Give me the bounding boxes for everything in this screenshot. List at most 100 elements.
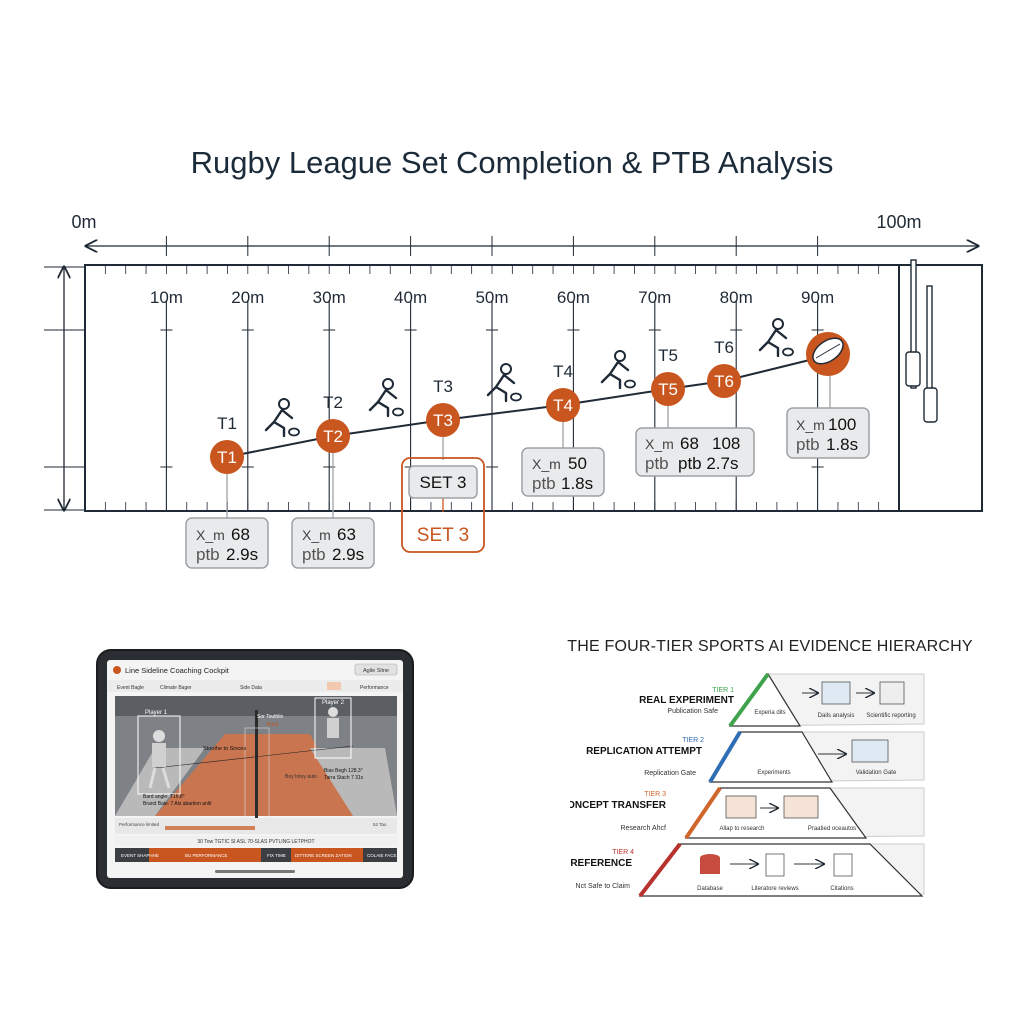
tackle-top-label: T6: [714, 338, 734, 357]
distance-label: 90m: [801, 288, 834, 307]
svg-text:Experia dits: Experia dits: [754, 710, 785, 716]
tackle-node-label: T3: [433, 411, 453, 430]
distance-label: 70m: [638, 288, 671, 307]
svg-text:TIER 1: TIER 1: [712, 687, 734, 694]
svg-text:63: 63: [337, 525, 356, 544]
svg-text:Database: Database: [697, 886, 723, 892]
svg-text:Buch: Buch: [267, 722, 279, 728]
tackle-top-label: T2: [323, 393, 343, 412]
distance-label: 20m: [231, 288, 264, 307]
svg-text:CONCEPT TRANSFER: CONCEPT TRANSFER: [570, 800, 667, 811]
tackle-node-label: T1: [217, 448, 237, 467]
info-box-t1: X_m 68 ptb 2.9s: [185, 517, 269, 569]
info-box-t5: X_m 68 108 ptb ptb 2.7s: [635, 427, 755, 477]
svg-text:50: 50: [568, 454, 587, 473]
svg-text:1.8s: 1.8s: [561, 474, 593, 493]
tackle-node-label: T2: [323, 427, 343, 446]
player-icon: [758, 318, 794, 358]
svg-text:Tarra Stach 7 31s: Tarra Stach 7 31s: [324, 775, 364, 781]
svg-text:Bias Begh 128.3°: Bias Begh 128.3°: [324, 768, 363, 774]
tackle-top-label: T3: [433, 377, 453, 396]
svg-text:2.9s: 2.9s: [332, 545, 364, 564]
svg-text:Sor Touthlin: Sor Touthlin: [257, 714, 284, 720]
tackle-node-t6: [707, 364, 741, 398]
tackle-node-t5: [651, 372, 685, 406]
tier-1: TIER 1 REAL EXPERIMENT Publication Safe …: [639, 672, 925, 728]
tier-4: TIER 4 RESEARCH REFERENCE Nct Safe to Cl…: [570, 842, 925, 898]
svg-text:Climate Bager: Climate Bager: [160, 685, 192, 691]
svg-text:X_m: X_m: [196, 527, 225, 543]
svg-text:Player 1: Player 1: [145, 710, 168, 716]
svg-text:ptb: ptb: [645, 454, 669, 473]
tier-3: TIER 3 CONCEPT TRANSFER Research Ahcf Al…: [570, 786, 925, 840]
set-box-outer: SET 3 SET 3: [401, 457, 485, 553]
distance-label: 10m: [150, 288, 183, 307]
tackle-top-label: T4: [553, 362, 573, 381]
svg-text:Allap to research: Allap to research: [719, 826, 764, 832]
svg-text:ptb 2.7s: ptb 2.7s: [678, 454, 739, 473]
svg-text:RESEARCH REFERENCE: RESEARCH REFERENCE: [570, 858, 632, 869]
svg-text:SET 3: SET 3: [420, 473, 467, 492]
svg-text:Citations: Citations: [830, 886, 853, 892]
goal-post-icon: [905, 259, 938, 423]
ball-icon: [806, 332, 850, 376]
home-indicator: [215, 870, 295, 873]
distance-label: 30m: [313, 288, 346, 307]
distance-label: 50m: [475, 288, 508, 307]
svg-text:1.8s: 1.8s: [826, 435, 858, 454]
svg-text:X_m: X_m: [302, 527, 331, 543]
info-box-ball: X_m 100 ptb 1.8s: [786, 407, 870, 459]
svg-text:Agile Sline: Agile Sline: [363, 668, 389, 674]
distance-label: 80m: [720, 288, 753, 307]
player-icon: [368, 378, 404, 418]
tackle-node-t1: [210, 440, 244, 474]
tablet-top-button[interactable]: [354, 663, 398, 676]
svg-text:108: 108: [712, 434, 740, 453]
svg-text:Side Data: Side Data: [240, 685, 262, 691]
svg-text:TIER 3: TIER 3: [644, 791, 666, 798]
tackle-node-label: T5: [658, 380, 678, 399]
svg-text:Performance: Performance: [360, 685, 389, 691]
svg-text:X_m: X_m: [796, 417, 825, 433]
distance-label: 40m: [394, 288, 427, 307]
svg-text:TIER 2: TIER 2: [682, 737, 704, 744]
svg-text:Nct Safe to Claim: Nct Safe to Claim: [576, 883, 631, 890]
svg-text:Research Ahcf: Research Ahcf: [620, 825, 666, 832]
evidence-pyramid: TIER 1 REAL EXPERIMENT Publication Safe …: [570, 672, 925, 898]
svg-text:Literatore reviews: Literatore reviews: [751, 886, 798, 892]
player-icon: [264, 398, 300, 438]
svg-text:COLAIE FACE: COLAIE FACE: [367, 853, 397, 858]
svg-text:Bard angle: T16.8°: Bard angle: T16.8°: [143, 794, 185, 800]
svg-text:Boy Intey auto: Boy Intey auto: [285, 774, 317, 780]
svg-text:Stoothe to Sinces: Stoothe to Sinces: [203, 746, 246, 752]
tackle-node-label: T4: [553, 396, 573, 415]
svg-text:100: 100: [828, 415, 856, 434]
svg-text:Brand Bale: 7 Als abartion anl: Brand Bale: 7 Als abartion anlit: [143, 801, 212, 807]
svg-text:Replication Gate: Replication Gate: [644, 770, 696, 777]
hierarchy-title: THE FOUR-TIER SPORTS AI EVIDENCE HIERARC…: [567, 638, 973, 655]
tablet-app-title: Line Sideline Coaching Cockpit: [125, 666, 230, 675]
tablet-mockup: Line Sideline Coaching Cockpit Agile Sli…: [96, 649, 414, 889]
svg-text:ptb: ptb: [302, 545, 326, 564]
info-box-t2: X_m 63 ptb 2.9s: [291, 517, 375, 569]
svg-text:DITTERE SCREEN ZATION: DITTERE SCREEN ZATION: [295, 853, 352, 858]
svg-text:REAL EXPERIMENT: REAL EXPERIMENT: [639, 695, 734, 706]
player-icon: [600, 350, 636, 390]
svg-text:TIER 4: TIER 4: [612, 849, 634, 856]
svg-text:ptb: ptb: [196, 545, 220, 564]
svg-text:Dails analysis: Dails analysis: [818, 713, 855, 719]
tackle-node-t4: [546, 388, 580, 422]
svg-text:Player 2: Player 2: [322, 700, 345, 706]
svg-text:52 Tao: 52 Tao: [373, 822, 387, 827]
end-distance-label: 100m: [876, 212, 921, 232]
distance-label: 60m: [557, 288, 590, 307]
svg-text:Experiments: Experiments: [757, 770, 790, 776]
svg-text:Praatied oceautos: Praatied oceautos: [808, 826, 856, 832]
svg-text:REPLICATION ATTEMPT: REPLICATION ATTEMPT: [586, 746, 702, 757]
tackle-node-label: T6: [714, 372, 734, 391]
tier-2: TIER 2 REPLICATION ATTEMPT Replication G…: [586, 730, 925, 784]
svg-text:BU PERFORMANCE: BU PERFORMANCE: [185, 853, 228, 858]
svg-text:X_m: X_m: [645, 436, 674, 452]
tackle-top-label: T5: [658, 346, 678, 365]
